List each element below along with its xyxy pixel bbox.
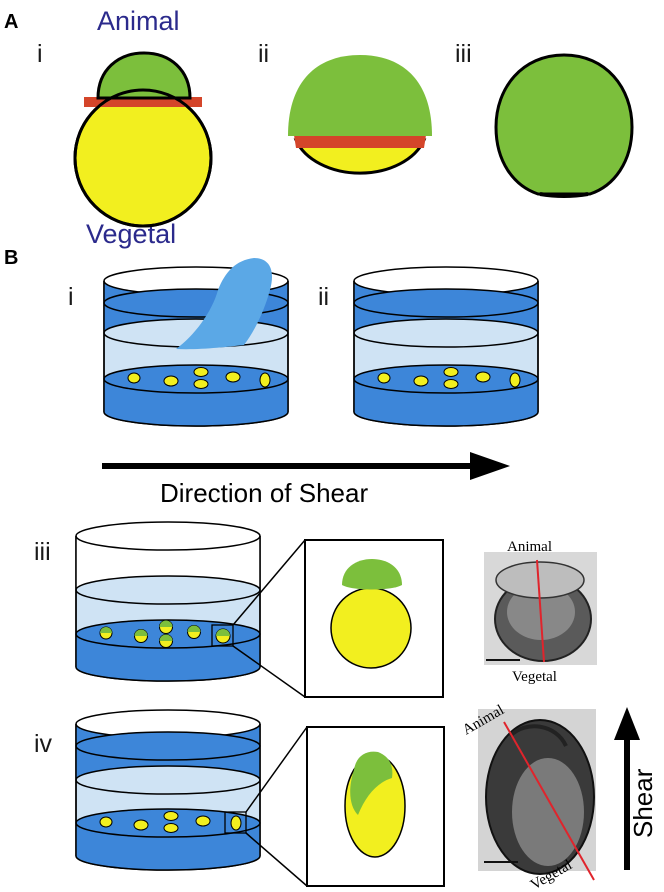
dish-b-ii (353, 266, 539, 427)
panel-a-letter: A (4, 11, 18, 33)
embryo-stage-i (73, 51, 213, 228)
panel-a-label-i: i (37, 40, 43, 68)
embryo-row (99, 620, 231, 648)
panel-a-label-ii: ii (258, 40, 269, 68)
panel-b-label-i: i (68, 283, 74, 311)
panel-b-label-ii: ii (318, 283, 329, 311)
animal-label: Animal (97, 6, 180, 36)
embryo-row (127, 367, 271, 389)
shear-arrow (614, 707, 640, 870)
micrograph-iii-vegetal-label: Vegetal (512, 669, 557, 685)
panel-b-letter: B (4, 247, 18, 269)
dish-b-iii (75, 521, 261, 682)
panel-b-label-iv: iv (34, 730, 53, 758)
micrograph-iv (478, 709, 596, 881)
medium-wave (176, 258, 273, 350)
direction-of-shear-label: Direction of Shear (160, 478, 368, 508)
panel-b-label-iii: iii (34, 538, 51, 566)
zoom-inset-iv (245, 726, 445, 887)
blastoderm (96, 51, 192, 100)
zoom-box (211, 624, 234, 647)
blastoderm-margin (294, 135, 426, 148)
embryo-row (377, 367, 521, 389)
blastoderm (288, 55, 432, 136)
dish-b-iv (75, 709, 261, 871)
micrograph-iii-animal-label: Animal (507, 539, 552, 555)
yolk-plug (539, 192, 589, 198)
zoom-box (224, 811, 247, 834)
dish-b-i (103, 258, 289, 427)
shear-label: Shear (628, 768, 658, 838)
direction-of-shear-arrow (102, 452, 510, 480)
yolk-cell (293, 138, 427, 175)
zoom-inset-iii (232, 539, 444, 698)
embryo-stage-iii (494, 53, 634, 198)
panel-a-label-iii: iii (455, 40, 472, 68)
micrograph-iii (484, 552, 597, 665)
embryo-row (99, 811, 242, 833)
blastoderm (494, 53, 634, 196)
embryo-stage-ii (288, 55, 432, 175)
